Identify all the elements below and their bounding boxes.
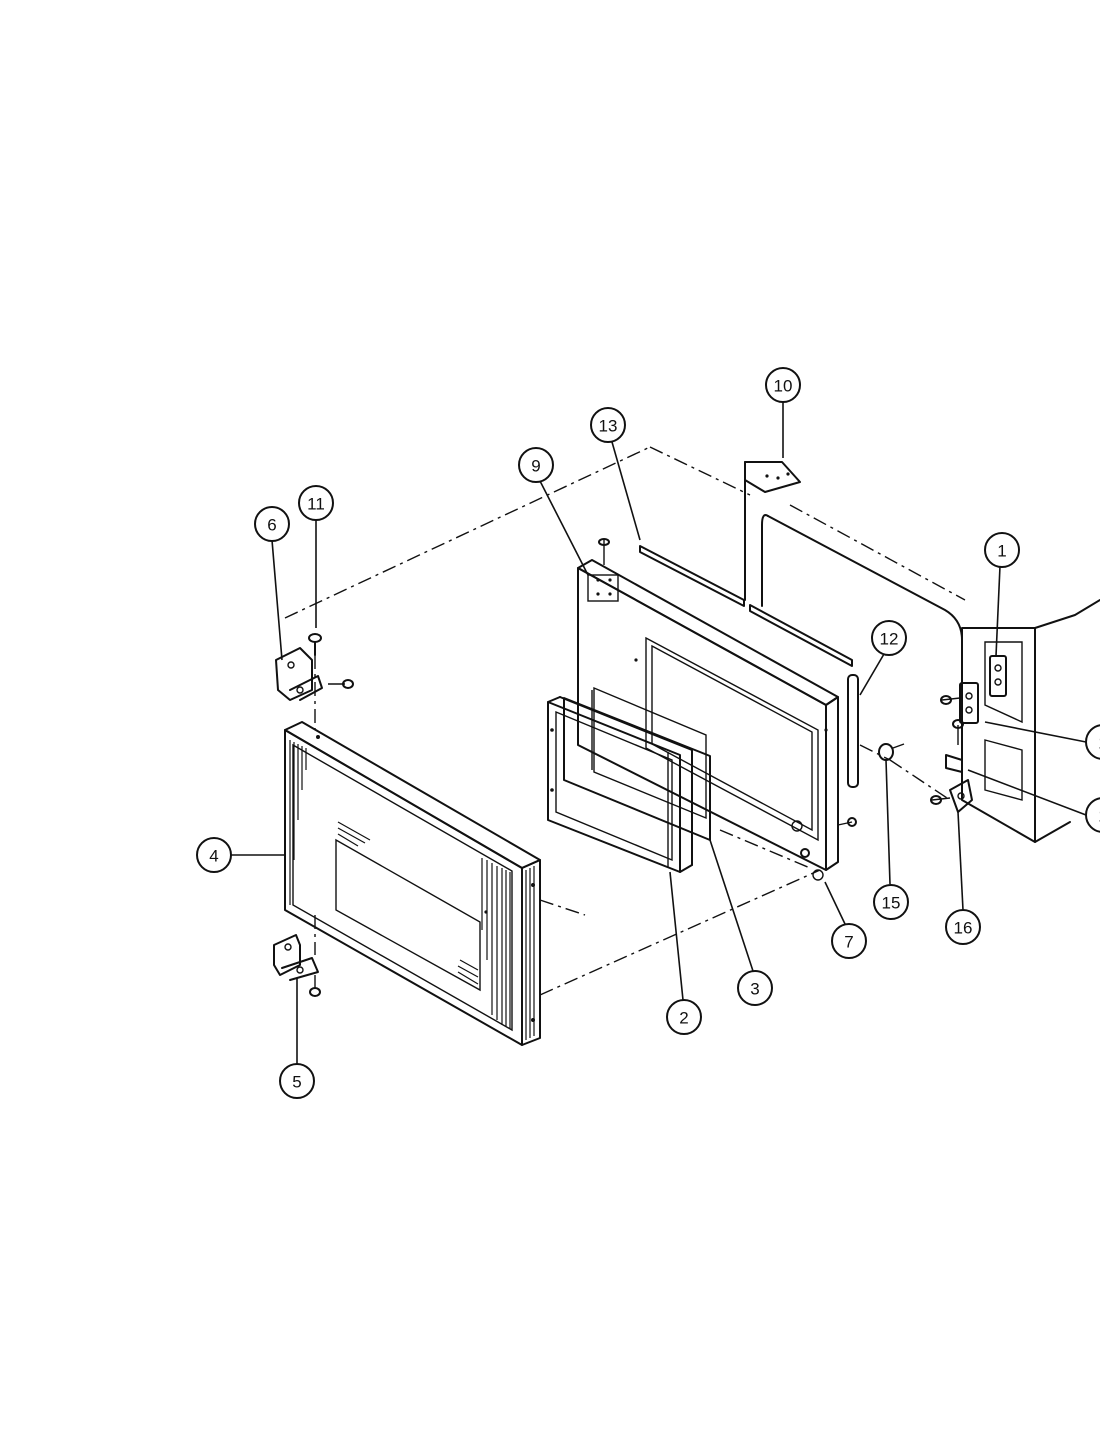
callout-13-label: 13 [599, 417, 618, 436]
cabinet-side-panel [961, 599, 1100, 843]
callout-16: 16 [945, 909, 981, 945]
callout-1: 1 [984, 532, 1020, 568]
leader-lines [230, 402, 1087, 1064]
hinge-screw [308, 633, 322, 656]
door-bumper [878, 743, 905, 761]
callout-11: 11 [298, 485, 334, 521]
callout-10: 10 [765, 367, 801, 403]
liner-screw [800, 817, 857, 858]
callout-7: 7 [831, 923, 867, 959]
callout-13: 13 [590, 407, 626, 443]
callout-clipped-lower-label: 1 [1098, 807, 1100, 826]
callout-6-label: 6 [267, 516, 276, 535]
callout-clipped-upper-label: 1 [1098, 734, 1100, 753]
callout-15: 15 [873, 884, 909, 920]
callout-11-label: 11 [307, 495, 325, 514]
callout-4: 4 [196, 837, 232, 873]
side-gasket [847, 674, 859, 788]
callout-clipped-lower: 1 [1085, 797, 1100, 833]
callout-10-label: 10 [774, 377, 793, 396]
callout-16-label: 16 [954, 919, 973, 938]
top-gasket [639, 545, 853, 667]
callout-12: 12 [871, 620, 907, 656]
callout-9: 9 [518, 447, 554, 483]
alignment-lines [284, 446, 966, 996]
hinge-receiver [930, 719, 973, 813]
callout-5: 5 [279, 1063, 315, 1099]
callout-1-label: 1 [997, 542, 1006, 561]
callout-6: 6 [254, 506, 290, 542]
callout-9-label: 9 [531, 457, 540, 476]
callout-clipped-upper: 1 [1085, 724, 1100, 760]
window-frame [547, 696, 693, 873]
callout-2: 2 [666, 999, 702, 1035]
callout-5-label: 5 [292, 1073, 301, 1092]
callout-15-label: 15 [882, 894, 901, 913]
callout-7-label: 7 [844, 933, 853, 952]
callout-12-label: 12 [880, 630, 899, 649]
callout-2-label: 2 [679, 1009, 688, 1028]
door-latch [940, 655, 1007, 724]
inner-door-liner [577, 538, 839, 881]
lower-hinge [273, 934, 321, 997]
callout-3-label: 3 [750, 980, 759, 999]
callout-3: 3 [737, 970, 773, 1006]
callout-4-label: 4 [209, 847, 218, 866]
outer-door-panel [284, 721, 541, 1046]
upper-hinge [275, 647, 354, 701]
